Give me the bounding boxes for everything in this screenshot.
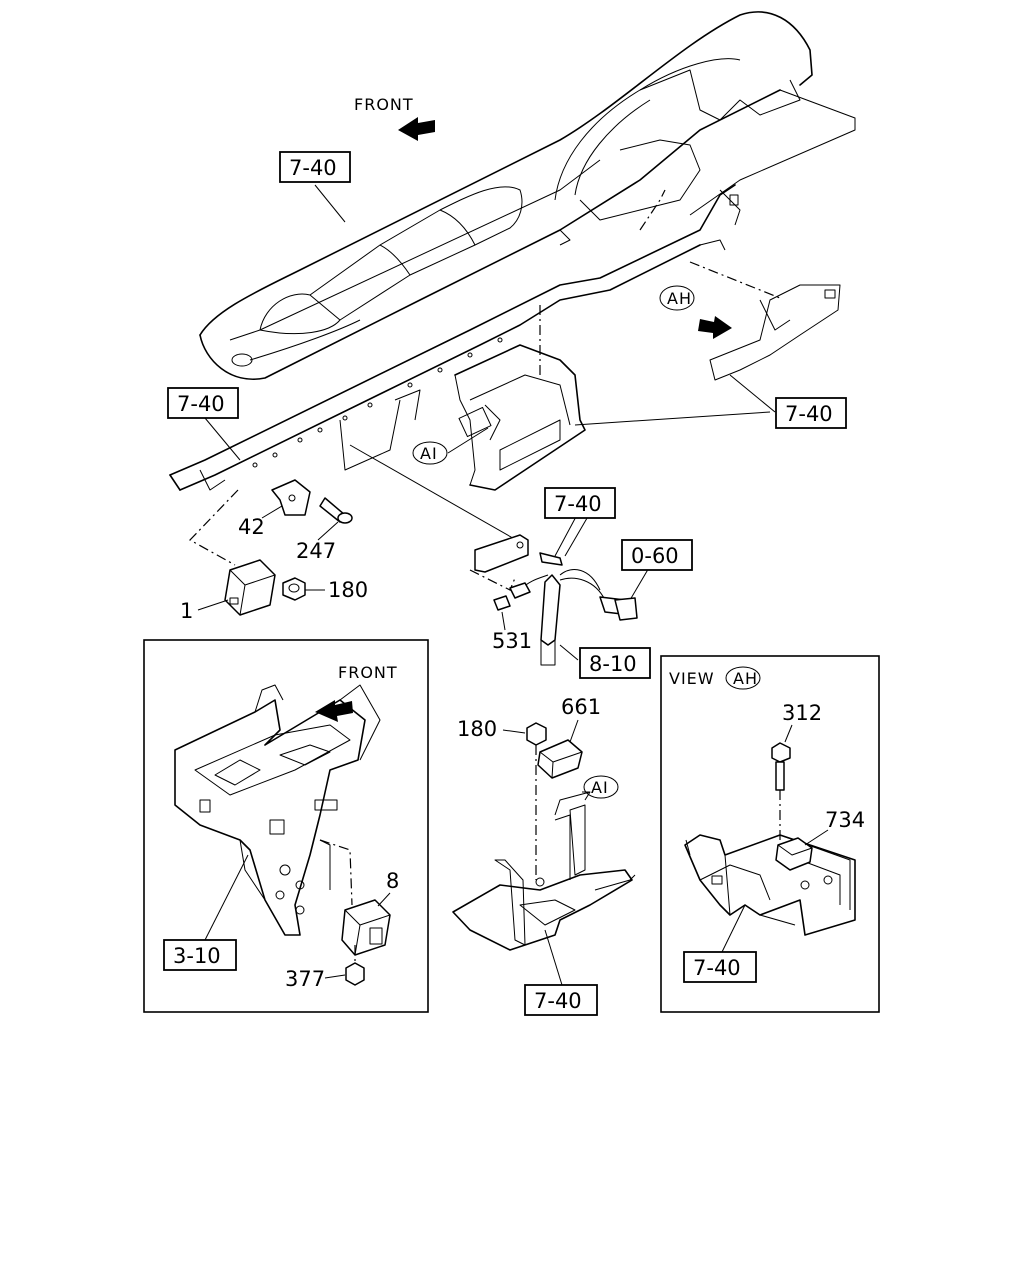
leader-180-center [502, 729, 526, 734]
leader-531 [501, 611, 506, 631]
part-42: 42 [238, 515, 265, 539]
part-661: 661 [561, 695, 601, 719]
ref-7-40-mid: 7-40 [554, 492, 602, 516]
sensor-unit-8 [341, 899, 391, 956]
instrument-panel [199, 11, 856, 380]
assembly-lines [189, 189, 666, 591]
ref-3-10: 3-10 [173, 944, 221, 968]
view-circle-text: AH [733, 669, 758, 688]
view-circle [725, 666, 761, 690]
leader-7-40-view [721, 904, 746, 953]
part-531: 531 [492, 629, 532, 653]
ah-marker-circle [659, 285, 695, 311]
ref-box-7-40-mid: 7-40 [544, 487, 616, 519]
nut-180 [282, 577, 306, 601]
leader-1 [197, 599, 229, 611]
ref-7-40-top: 7-40 [289, 156, 337, 180]
connector-531 [493, 595, 511, 611]
view-title: VIEW [669, 669, 715, 688]
center-bracket [454, 344, 586, 491]
ref-box-0-60: 0-60 [621, 539, 693, 571]
part-1: 1 [180, 599, 193, 623]
front-label-top: FRONT [354, 95, 414, 114]
view-ah-bracket [684, 834, 856, 936]
leader-lines [204, 184, 776, 661]
leader-377 [324, 974, 346, 979]
ah-bracket [689, 261, 841, 381]
ref-7-40-view: 7-40 [693, 956, 741, 980]
inset-left-bracket [174, 684, 381, 936]
nut-377 [345, 945, 365, 986]
ref-0-60: 0-60 [631, 544, 679, 568]
ai-marker-main-text: AI [420, 444, 438, 463]
part-247: 247 [296, 539, 336, 563]
leader-ai-center [554, 791, 591, 816]
ref-box-3-10: 3-10 [163, 939, 237, 971]
ai-marker-main-circle [412, 441, 448, 465]
part-377: 377 [285, 967, 325, 991]
leader-7-40-center [544, 929, 563, 986]
ref-7-40-left: 7-40 [177, 392, 225, 416]
leader-8 [377, 892, 391, 907]
ref-box-7-40-right: 7-40 [775, 397, 847, 429]
ref-7-40-center: 7-40 [534, 989, 582, 1013]
sensor-unit-661 [537, 739, 583, 779]
sensor-unit-1 [224, 559, 276, 616]
relay-734 [775, 837, 813, 871]
ai-marker-center-circle [583, 775, 619, 799]
ref-8-10: 8-10 [589, 652, 637, 676]
bolt-312 [771, 742, 791, 791]
ah-marker-text: AH [667, 289, 692, 308]
leader-42 [261, 505, 283, 519]
cross-beam [169, 184, 736, 491]
inset-right-frame [660, 655, 880, 1013]
center-detail-bracket [452, 791, 636, 951]
ah-arrow [698, 316, 732, 339]
leader-734 [804, 829, 829, 846]
leader-661 [569, 719, 579, 743]
bolt-247 [319, 497, 353, 524]
part-734: 734 [825, 808, 865, 832]
wire-harness [509, 569, 638, 666]
leader-3-10 [204, 854, 249, 941]
part-312: 312 [782, 701, 822, 725]
inset-left-frame [143, 639, 429, 1013]
ref-box-7-40-center: 7-40 [524, 984, 598, 1016]
ref-box-7-40-view: 7-40 [683, 951, 757, 983]
bracket-42 [271, 479, 311, 516]
harness-bracket [474, 534, 563, 573]
part-180-top: 180 [328, 578, 368, 602]
ref-box-8-10: 8-10 [579, 647, 651, 679]
front-arrow-top [398, 117, 435, 141]
part-180-center: 180 [457, 717, 497, 741]
ref-box-7-40-top: 7-40 [279, 151, 351, 183]
front-arrow-inset [315, 700, 353, 722]
ref-7-40-right: 7-40 [785, 402, 833, 426]
leader-312 [784, 724, 793, 743]
leader-247 [317, 521, 339, 541]
nut-180-center [526, 722, 547, 746]
ai-marker-center-text: AI [591, 778, 609, 797]
front-label-inset: FRONT [338, 663, 398, 682]
ref-box-7-40-left: 7-40 [167, 387, 239, 419]
part-8: 8 [386, 869, 399, 893]
beam-holes [252, 337, 503, 468]
